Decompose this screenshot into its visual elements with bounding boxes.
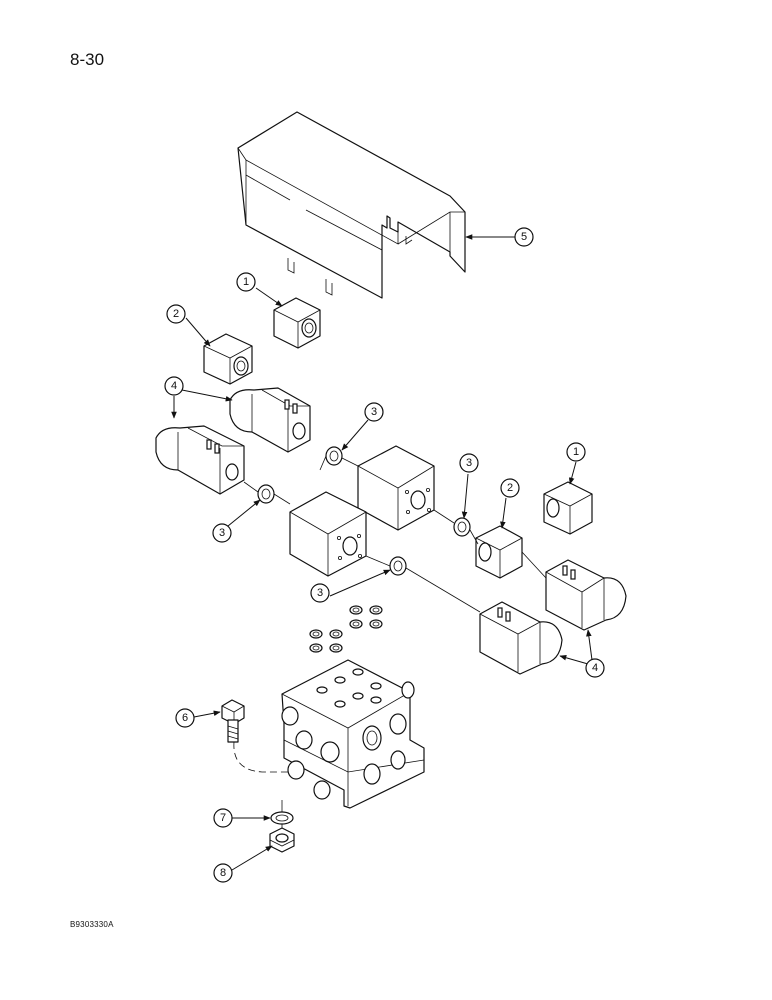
svg-text:3: 3 (219, 527, 225, 539)
connector-cap-far-right (543, 481, 593, 535)
svg-text:4: 4 (592, 662, 598, 674)
valve-block-lower (289, 491, 367, 577)
page-number: 8-30 (70, 50, 105, 69)
svg-text:6: 6 (182, 712, 188, 724)
svg-text:3: 3 (317, 587, 323, 599)
callout-3-left: 3 (212, 523, 232, 543)
seal-washer-upper (325, 446, 343, 466)
callout-leaders (171, 234, 593, 871)
callout-3-lower: 3 (310, 583, 330, 603)
callout-4-right: 4 (585, 658, 605, 678)
solenoid-coil-middle-left (155, 425, 245, 495)
seal-washer-right (453, 517, 471, 537)
connector-cap-upper (273, 297, 321, 349)
svg-text:8: 8 (220, 867, 226, 879)
connector-cap-left (203, 333, 253, 385)
svg-text:3: 3 (466, 457, 472, 469)
connector-cap-right (475, 525, 523, 579)
callout-5: 5 (514, 227, 534, 247)
svg-text:2: 2 (507, 482, 513, 494)
callout-1-upper: 1 (236, 272, 256, 292)
svg-text:2: 2 (173, 308, 179, 320)
solenoid-coil-right-lower (479, 601, 563, 675)
seal-washer-left (257, 484, 275, 504)
hex-nut (269, 827, 295, 853)
callout-2-right: 2 (500, 478, 520, 498)
seal-washer-lower (389, 556, 407, 576)
valve-manifold (281, 659, 425, 809)
callout-1-right: 1 (566, 442, 586, 462)
figure-id: B9303330A (70, 920, 114, 929)
svg-text:7: 7 (220, 812, 226, 824)
svg-text:1: 1 (243, 276, 249, 288)
callout-2-left: 2 (166, 304, 186, 324)
svg-text:5: 5 (521, 231, 527, 243)
valve-cover (237, 111, 466, 299)
solenoid-coil-upper-left (229, 387, 311, 453)
solenoid-coil-right-upper (545, 559, 627, 631)
assembly-lines (233, 455, 547, 828)
o-ring-set (309, 605, 383, 653)
lock-washer (270, 811, 294, 825)
svg-text:4: 4 (171, 380, 177, 392)
mounting-bolt (221, 699, 245, 743)
callout-3-right: 3 (459, 453, 479, 473)
callout-4-left: 4 (164, 376, 184, 396)
valve-block-upper (357, 445, 435, 531)
svg-text:1: 1 (573, 446, 579, 458)
callout-7: 7 (213, 808, 233, 828)
callout-6: 6 (175, 708, 195, 728)
callout-3-upper: 3 (364, 402, 384, 422)
svg-text:3: 3 (371, 406, 377, 418)
callout-8: 8 (213, 863, 233, 883)
